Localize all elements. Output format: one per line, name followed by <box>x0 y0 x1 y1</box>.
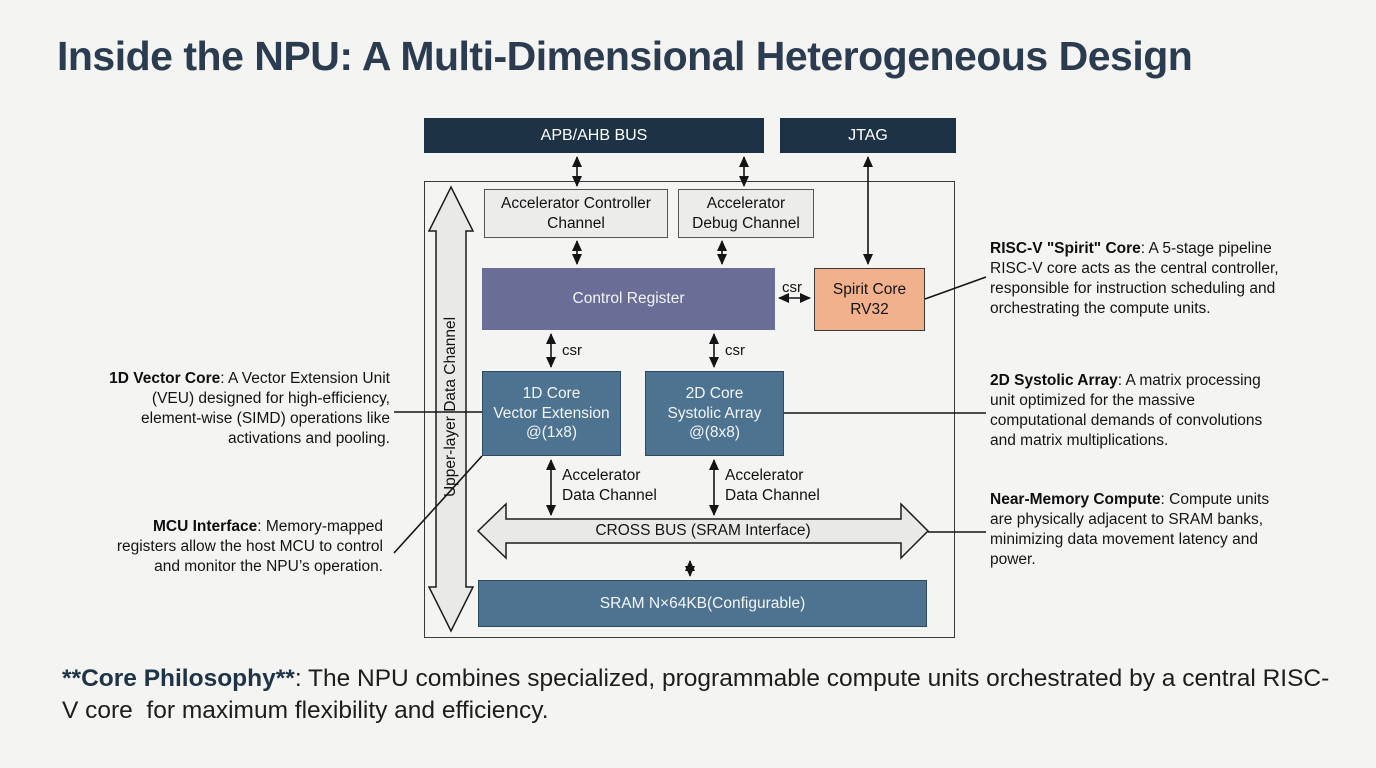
annotation-term: RISC-V "Spirit" Core <box>990 240 1141 257</box>
annotation-line: orchestrating the compute units. <box>990 300 1211 317</box>
acc-data-channel-label-1d: Accelerator Data Channel <box>562 467 657 504</box>
cross-bus-label: CROSS BUS (SRAM Interface) <box>595 522 811 539</box>
apb-ahb-bus-bar: APB/AHB BUS <box>424 118 764 153</box>
annotation-line: RISC-V core acts as the central controll… <box>990 260 1279 277</box>
annotation-term: MCU Interface <box>153 518 258 535</box>
annotation-2d-systolic-array: 2D Systolic Array: A matrix processing u… <box>990 371 1350 451</box>
annotation-near-memory-compute: Near-Memory Compute: Compute units are p… <box>990 490 1350 570</box>
npu-enclosure-box <box>424 181 955 638</box>
csr-label-1d: csr <box>562 342 582 359</box>
annotation-line: and monitor the NPU’s operation. <box>154 558 383 575</box>
annotation-text: : A Vector Extension Unit <box>220 370 390 387</box>
control-register-box: Control Register <box>482 268 775 330</box>
accelerator-debug-channel-box: Accelerator Debug Channel <box>678 189 814 238</box>
annotation-line: power. <box>990 551 1036 568</box>
annotation-line: unit optimized for the massive <box>990 392 1196 409</box>
acc-data-channel-label-2d: Accelerator Data Channel <box>725 467 820 504</box>
spirit-core-box: Spirit Core RV32 <box>814 268 925 331</box>
core-philosophy-term: **Core Philosophy** <box>62 665 295 692</box>
connector-mcu-interface <box>393 455 483 554</box>
annotation-text: : A matrix processing <box>1117 372 1261 389</box>
annotation-line: 1D Vector Core: A Vector Extension Unit <box>30 369 390 389</box>
annotation-1d-vector-core: 1D Vector Core: A Vector Extension Unit … <box>30 369 390 449</box>
annotation-term: 2D Systolic Array <box>990 372 1118 389</box>
annotation-line: RISC-V "Spirit" Core: A 5-stage pipeline <box>990 239 1350 259</box>
core-1d-box: 1D Core Vector Extension @(1x8) <box>482 371 621 456</box>
annotation-line: 2D Systolic Array: A matrix processing <box>990 371 1350 391</box>
annotation-text: : Compute units <box>1160 491 1270 508</box>
upper-layer-channel-arrow <box>427 185 475 633</box>
jtag-bar: JTAG <box>780 118 956 153</box>
annotation-line: and matrix multiplications. <box>990 432 1169 449</box>
annotation-line: (VEU) designed for high-efficiency, <box>151 390 390 407</box>
annotation-line: MCU Interface: Memory-mapped <box>23 517 383 537</box>
annotation-text: : Memory-mapped <box>257 518 383 535</box>
upper-layer-channel-label: Upper-layer Data Channel <box>442 316 459 498</box>
annotation-term: 1D Vector Core <box>109 370 221 387</box>
annotation-mcu-interface: MCU Interface: Memory-mapped registers a… <box>23 517 383 577</box>
annotation-line: are physically adjacent to SRAM banks, <box>990 511 1264 528</box>
core-philosophy-text: **Core Philosophy**: The NPU combines sp… <box>62 663 1342 726</box>
annotation-line: Near-Memory Compute: Compute units <box>990 490 1350 510</box>
sram-box: SRAM N×64KB(Configurable) <box>478 580 927 627</box>
annotation-line: minimizing data movement latency and <box>990 531 1258 548</box>
annotation-riscv-spirit-core: RISC-V "Spirit" Core: A 5-stage pipeline… <box>990 239 1350 319</box>
core-philosophy-body: : The NPU combines specialized, programm… <box>62 665 1330 724</box>
annotation-line: element-wise (SIMD) operations like <box>141 410 390 427</box>
annotation-line: registers allow the host MCU to control <box>116 538 383 555</box>
connector-spirit-core <box>924 276 987 300</box>
annotation-term: Near-Memory Compute <box>990 491 1161 508</box>
csr-label-2d: csr <box>725 342 745 359</box>
annotation-line: activations and pooling. <box>227 430 390 447</box>
accelerator-controller-channel-box: Accelerator Controller Channel <box>484 189 668 238</box>
annotation-text: : A 5-stage pipeline <box>1140 240 1272 257</box>
annotation-line: responsible for instruction scheduling a… <box>990 280 1276 297</box>
core-2d-box: 2D Core Systolic Array @(8x8) <box>645 371 784 456</box>
page-title: Inside the NPU: A Multi-Dimensional Hete… <box>57 33 1193 79</box>
csr-label-spirit: csr <box>782 279 802 296</box>
cross-bus-arrow <box>476 502 930 560</box>
annotation-line: computational demands of convolutions <box>990 412 1263 429</box>
